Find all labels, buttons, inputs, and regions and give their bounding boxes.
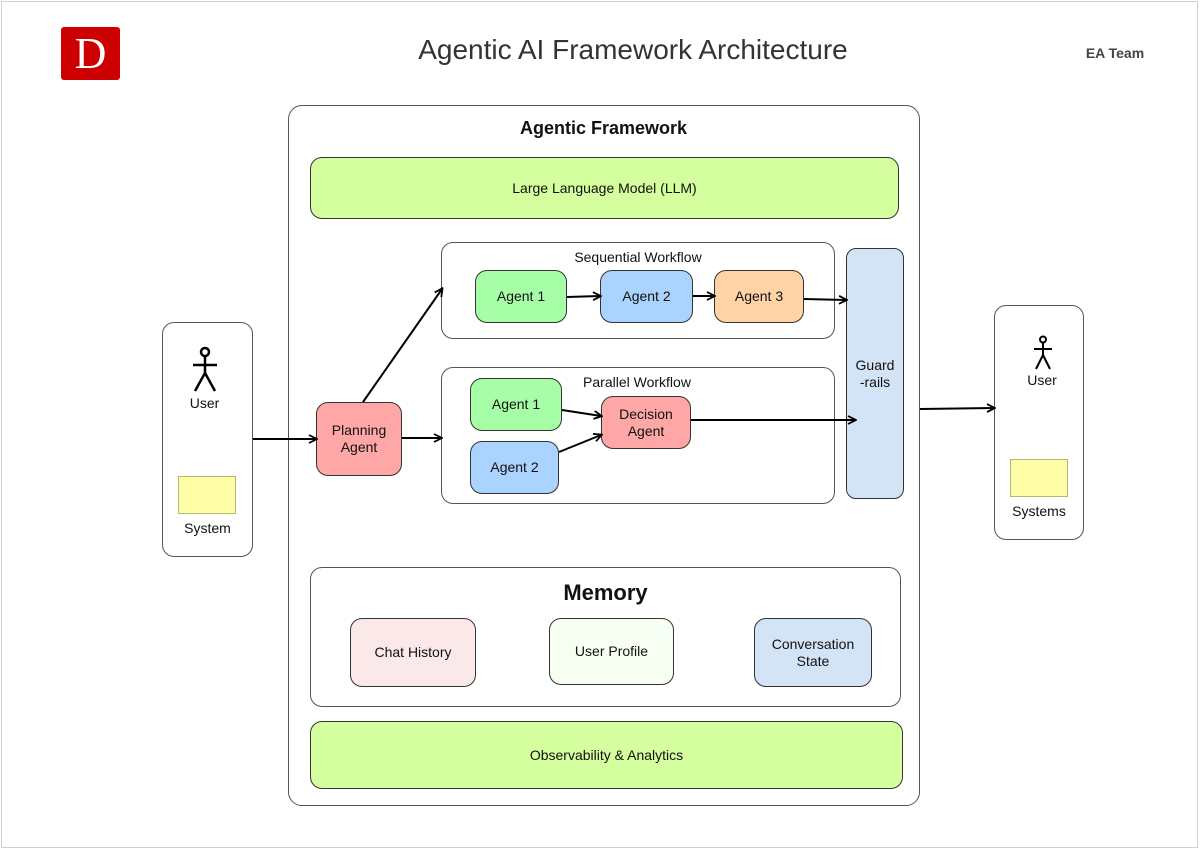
memory-title: Memory: [563, 580, 648, 605]
right-systems-label: Systems: [1012, 503, 1066, 519]
left-user-panel: [162, 322, 253, 557]
agentic-framework-title: Agentic Framework: [519, 118, 688, 138]
left-user-icon: [193, 346, 217, 392]
sequential-agent-2: Agent 2: [600, 270, 693, 323]
llm-band: Large Language Model (LLM): [310, 157, 899, 219]
memory-conversation-state: Conversation State: [754, 618, 872, 687]
parallel-agent-2: Agent 2: [470, 441, 559, 494]
right-user-label: User: [1027, 372, 1057, 388]
team-label: EA Team: [1085, 45, 1145, 61]
left-system-icon: [178, 476, 236, 514]
left-user-label: User: [189, 395, 220, 411]
right-user-icon: [1034, 335, 1052, 370]
parallel-workflow-title: Parallel Workflow: [583, 374, 691, 390]
sequential-workflow-title: Sequential Workflow: [574, 249, 702, 265]
sequential-agent-3: Agent 3: [714, 270, 804, 323]
guardrails-box: Guard-rails: [846, 248, 904, 499]
memory-container: [310, 567, 901, 707]
observability-band: Observability & Analytics: [310, 721, 903, 789]
memory-user-profile: User Profile: [549, 618, 674, 685]
right-systems-icon: [1010, 459, 1068, 497]
agentic-framework-container: [288, 105, 920, 806]
parallel-agent-1: Agent 1: [470, 378, 562, 431]
planning-agent: Planning Agent: [316, 402, 402, 476]
sequential-agent-1: Agent 1: [475, 270, 567, 323]
page-title: Agentic AI Framework Architecture: [418, 34, 848, 65]
right-user-panel: [994, 305, 1084, 540]
decision-agent: Decision Agent: [601, 396, 691, 449]
logo-icon: D: [61, 27, 120, 80]
left-system-label: System: [184, 520, 231, 536]
memory-chat-history: Chat History: [350, 618, 476, 687]
